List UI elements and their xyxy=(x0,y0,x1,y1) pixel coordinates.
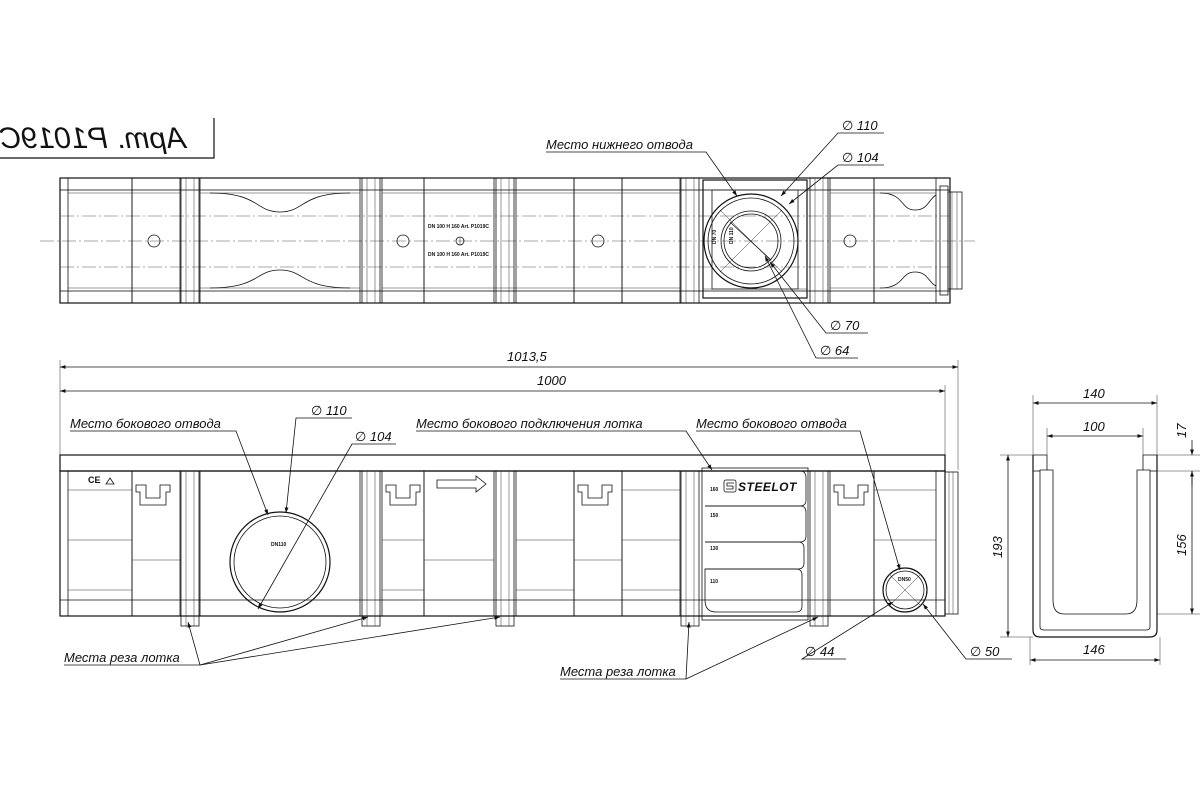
side-outlet-left-label: Место бокового отвода xyxy=(70,416,221,431)
side-connection-label: Место бокового подключения лотка xyxy=(416,416,643,431)
top-dim-64: ∅ 64 xyxy=(820,343,849,358)
top-stamp-2: DN 100 H 160 Art. P1019C xyxy=(428,252,489,258)
length-dims: 1013,5 1000 xyxy=(59,349,959,470)
step-label-2: 150 xyxy=(710,513,719,519)
cs-height-inner: 156 xyxy=(1174,534,1189,556)
side-ribs xyxy=(67,470,937,627)
side-outlet-small: DN50 xyxy=(882,567,928,613)
top-ribs xyxy=(67,177,963,304)
article-label-block: Арт. Р1019С xyxy=(0,118,215,159)
overall-length-dim: 1013,5 xyxy=(507,349,548,364)
cross-section: 140 100 146 193 156 17 xyxy=(990,386,1200,665)
cs-height-rim: 17 xyxy=(1174,423,1189,438)
brand-logo-icon xyxy=(723,479,737,493)
length-dim: 1000 xyxy=(537,373,567,388)
lower-outlet-label: Место нижнего отвода xyxy=(546,137,693,152)
top-hole-2 xyxy=(396,234,410,248)
top-dim-70: ∅ 70 xyxy=(830,318,860,333)
flow-arrow-icon xyxy=(436,475,487,493)
cs-height-total: 193 xyxy=(990,536,1005,558)
recycle-icon xyxy=(105,477,115,485)
brand-name: STEELOT xyxy=(738,480,798,494)
top-dim-104: ∅ 104 xyxy=(842,150,879,165)
side-outlet-large: DN110 xyxy=(229,511,331,613)
top-hole-4 xyxy=(843,234,857,248)
lower-outlet-mark-1: DN 70 xyxy=(712,230,718,244)
top-hole-3 xyxy=(591,234,605,248)
top-dim-110: ∅ 110 xyxy=(842,118,878,133)
side-connection-insert: 160 150 130 110 STEELOT xyxy=(701,467,809,621)
cut-places-left-label: Места реза лотка xyxy=(64,650,180,665)
top-hole-1 xyxy=(147,234,161,248)
lock-slots xyxy=(135,484,869,506)
article-label: Арт. Р1019С xyxy=(0,122,188,155)
side-dim-110: ∅ 110 xyxy=(311,403,347,418)
step-label-4: 110 xyxy=(710,579,718,585)
lower-outlet-mark-2: DN 110 xyxy=(729,227,735,244)
lower-outlet: DN 70 DN 110 xyxy=(702,179,808,299)
step-label-3: 130 xyxy=(710,546,719,552)
step-label-1: 160 xyxy=(710,487,719,493)
side-view: CE DN110 160 150 130 110 STEELOT xyxy=(59,403,1012,680)
top-view: DN 100 H 160 Art. P1019C DN 100 H 160 Ar… xyxy=(40,118,975,359)
cs-width-top: 140 xyxy=(1083,386,1105,401)
cs-width-inner: 100 xyxy=(1083,419,1105,434)
side-dim-50: ∅ 50 xyxy=(970,644,1000,659)
side-outlet-small-mark: DN50 xyxy=(898,577,911,583)
cut-places-right-label: Места реза лотка xyxy=(560,664,676,679)
ce-mark: CE xyxy=(88,475,101,485)
side-outlet-large-mark: DN110 xyxy=(271,542,287,548)
side-outlet-right-label: Место бокового отвода xyxy=(696,416,847,431)
side-dim-104: ∅ 104 xyxy=(355,429,392,444)
cs-width-bottom: 146 xyxy=(1083,642,1105,657)
top-stamp-1: DN 100 H 160 Art. P1019C xyxy=(428,224,489,230)
side-dim-44: ∅ 44 xyxy=(805,644,834,659)
